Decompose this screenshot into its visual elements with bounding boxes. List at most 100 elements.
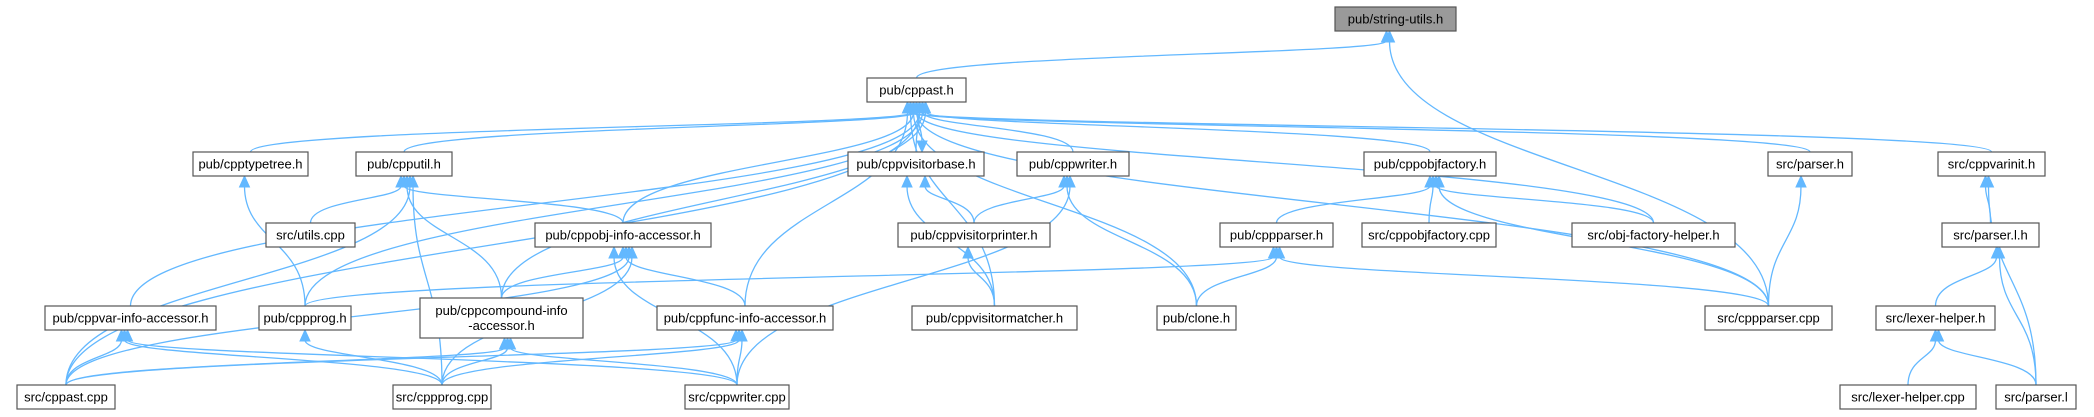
edge-line (509, 347, 738, 386)
edge-parser_l-to-cppvarinit (1982, 174, 2037, 386)
edge-cppast_h-to-cppvisitorbase (915, 101, 928, 154)
nodes-layer: pub/string-utils.h pub/cppast.h pub/cpptyp… (16, 6, 2077, 410)
node-cppvisitormatcher[interactable]: pub/cppvisitormatcher.h (911, 305, 1078, 331)
edge-line (126, 339, 738, 386)
node-label: src/parser.h (1776, 157, 1844, 172)
edge-arrowhead (1932, 328, 1945, 342)
node-box (684, 384, 790, 410)
node-cppvarinit[interactable]: src/cppvarinit.h (1937, 151, 2046, 177)
edge-line (909, 111, 1993, 153)
node-clone-h[interactable]: pub/clone.h (1156, 305, 1237, 331)
edge-line (123, 339, 443, 386)
edge-line (249, 111, 915, 153)
edge-cppparser_h-to-cppobjfactory_h (1275, 174, 1436, 224)
node-cpputil[interactable]: pub/cpputil.h (355, 151, 453, 177)
edge-line (1937, 339, 2037, 386)
edge-arrowhead (407, 174, 419, 188)
node-label: src/cppvarinit.h (1948, 157, 2035, 172)
edges-layer (65, 29, 2037, 386)
node-lexer-helper-h[interactable]: src/lexer-helper.h (1875, 305, 1996, 331)
node-label: src/lexer-helper.cpp (1851, 390, 1964, 405)
edge-line (915, 111, 1655, 224)
edge-line (1934, 256, 1998, 307)
node-label: src/cppprog.cpp (396, 390, 489, 405)
node-label: src/obj-factory-helper.h (1587, 228, 1719, 243)
node-box (1941, 222, 2040, 248)
node-cppwriter-cpp[interactable]: src/cppwriter.cpp (684, 384, 790, 410)
node-label: pub/cppvisitorbase.h (856, 157, 975, 172)
node-box (1937, 151, 2046, 177)
node-cppast-h[interactable]: pub/cppast.h (866, 77, 967, 103)
node-parser-l[interactable]: src/parser.l (1995, 384, 2077, 410)
node-cppprog-cpp[interactable]: src/cppprog.cpp (392, 384, 492, 410)
node-label: -accessor.h (468, 318, 534, 333)
edge-clone_h-to-cppwriter_h (1061, 174, 1198, 307)
node-label: pub/cppvisitorprinter.h (910, 228, 1037, 243)
node-box (1839, 384, 1977, 410)
node-box (419, 297, 584, 339)
node-parser-h[interactable]: src/parser.h (1767, 151, 1853, 177)
node-label: pub/cpputil.h (367, 157, 441, 172)
node-box (16, 384, 116, 410)
edge-cppprog_h-to-cppast_h (304, 100, 929, 307)
node-cppvisitorprinter[interactable]: pub/cppvisitorprinter.h (897, 222, 1051, 248)
node-parser-l-h[interactable]: src/parser.l.h (1941, 222, 2040, 248)
edge-lexer_helper_h-to-parser_l_h (1934, 245, 2003, 307)
node-objfactory-helper[interactable]: src/obj-factory-helper.h (1571, 222, 1736, 248)
node-cppobjfactory-cpp[interactable]: src/cppobjfactory.cpp (1361, 222, 1497, 248)
node-cppwriter-h[interactable]: pub/cppwriter.h (1016, 151, 1130, 177)
edge-cppwriter_cpp-to-cppfunc_info (736, 328, 748, 386)
node-label: src/parser.l (2004, 390, 2068, 405)
node-label: pub/string-utils.h (1348, 12, 1443, 27)
edge-line (1987, 185, 2037, 386)
edge-line (736, 185, 1071, 386)
edge-cppcompound_info-to-cppobj_info (500, 245, 629, 299)
node-cppcompound-info[interactable]: pub/cppcompound-info-accessor.h (419, 297, 584, 339)
node-label: pub/cppobjfactory.h (1374, 157, 1487, 172)
node-cppfunc-info[interactable]: pub/cppfunc-info-accessor.h (656, 305, 834, 331)
edge-line (1998, 256, 2037, 386)
edge-line (915, 40, 1388, 79)
edge-cppast_cpp-to-cpputil (65, 174, 416, 386)
edge-cppobj_info-to-cpputil (398, 174, 624, 224)
edge-utils_cpp-to-cpputil (309, 174, 407, 224)
edge-line (973, 185, 1065, 224)
node-cppast-cpp[interactable]: src/cppast.cpp (16, 384, 116, 410)
node-box (1767, 151, 1853, 177)
edge-line (403, 111, 918, 153)
edge-line (304, 256, 1275, 307)
edge-cppwriter_cpp-to-cppvar_info (121, 328, 738, 386)
node-cppparser-h[interactable]: pub/cppparser.h (1219, 222, 1334, 248)
node-cppvisitorbase[interactable]: pub/cppvisitorbase.h (847, 151, 985, 177)
edge-arrowhead (736, 328, 748, 342)
node-cppobjfactory-h[interactable]: pub/cppobjfactory.h (1363, 151, 1497, 177)
node-label: pub/cpptypetree.h (198, 157, 302, 172)
node-label: src/lexer-helper.h (1886, 311, 1986, 326)
edge-line (309, 185, 402, 224)
edge-line (912, 111, 1198, 307)
node-label: src/cppparser.cpp (1717, 311, 1820, 326)
edge-cppast_cpp-to-cppast_h (65, 100, 926, 386)
edge-arrowhead (901, 174, 913, 188)
edge-arrowhead (1795, 174, 1807, 188)
edge-cppprog_cpp-to-cpputil (407, 174, 443, 386)
node-cppobj-info[interactable]: pub/cppobj-info-accessor.h (534, 222, 712, 248)
node-cppprog-h[interactable]: pub/cppprog.h (258, 305, 352, 331)
node-string-utils[interactable]: pub/string-utils.h (1334, 6, 1457, 32)
node-label: src/cppobjfactory.cpp (1368, 228, 1490, 243)
node-utils-cpp[interactable]: src/utils.cpp (265, 222, 356, 248)
edge-arrowhead (919, 174, 931, 188)
node-lexer-helper-cpp[interactable]: src/lexer-helper.cpp (1839, 384, 1977, 410)
node-box (1995, 384, 2077, 410)
node-box (1334, 6, 1457, 32)
edge-line (744, 111, 909, 307)
edge-parser_l-to-parser_l_h (1993, 245, 2037, 386)
edge-cppvisitormatcher-to-cppvisitorprinter (962, 245, 996, 307)
edge-line (1428, 185, 1434, 224)
node-cpptypetree[interactable]: pub/cpptypetree.h (192, 151, 309, 177)
node-box (866, 77, 967, 103)
node-cppparser-cpp[interactable]: src/cppparser.cpp (1704, 305, 1833, 331)
node-cppvar-info[interactable]: pub/cppvar-info-accessor.h (44, 305, 217, 331)
edge-arrowhead (504, 336, 517, 350)
edge-arrowhead (1993, 245, 2006, 259)
